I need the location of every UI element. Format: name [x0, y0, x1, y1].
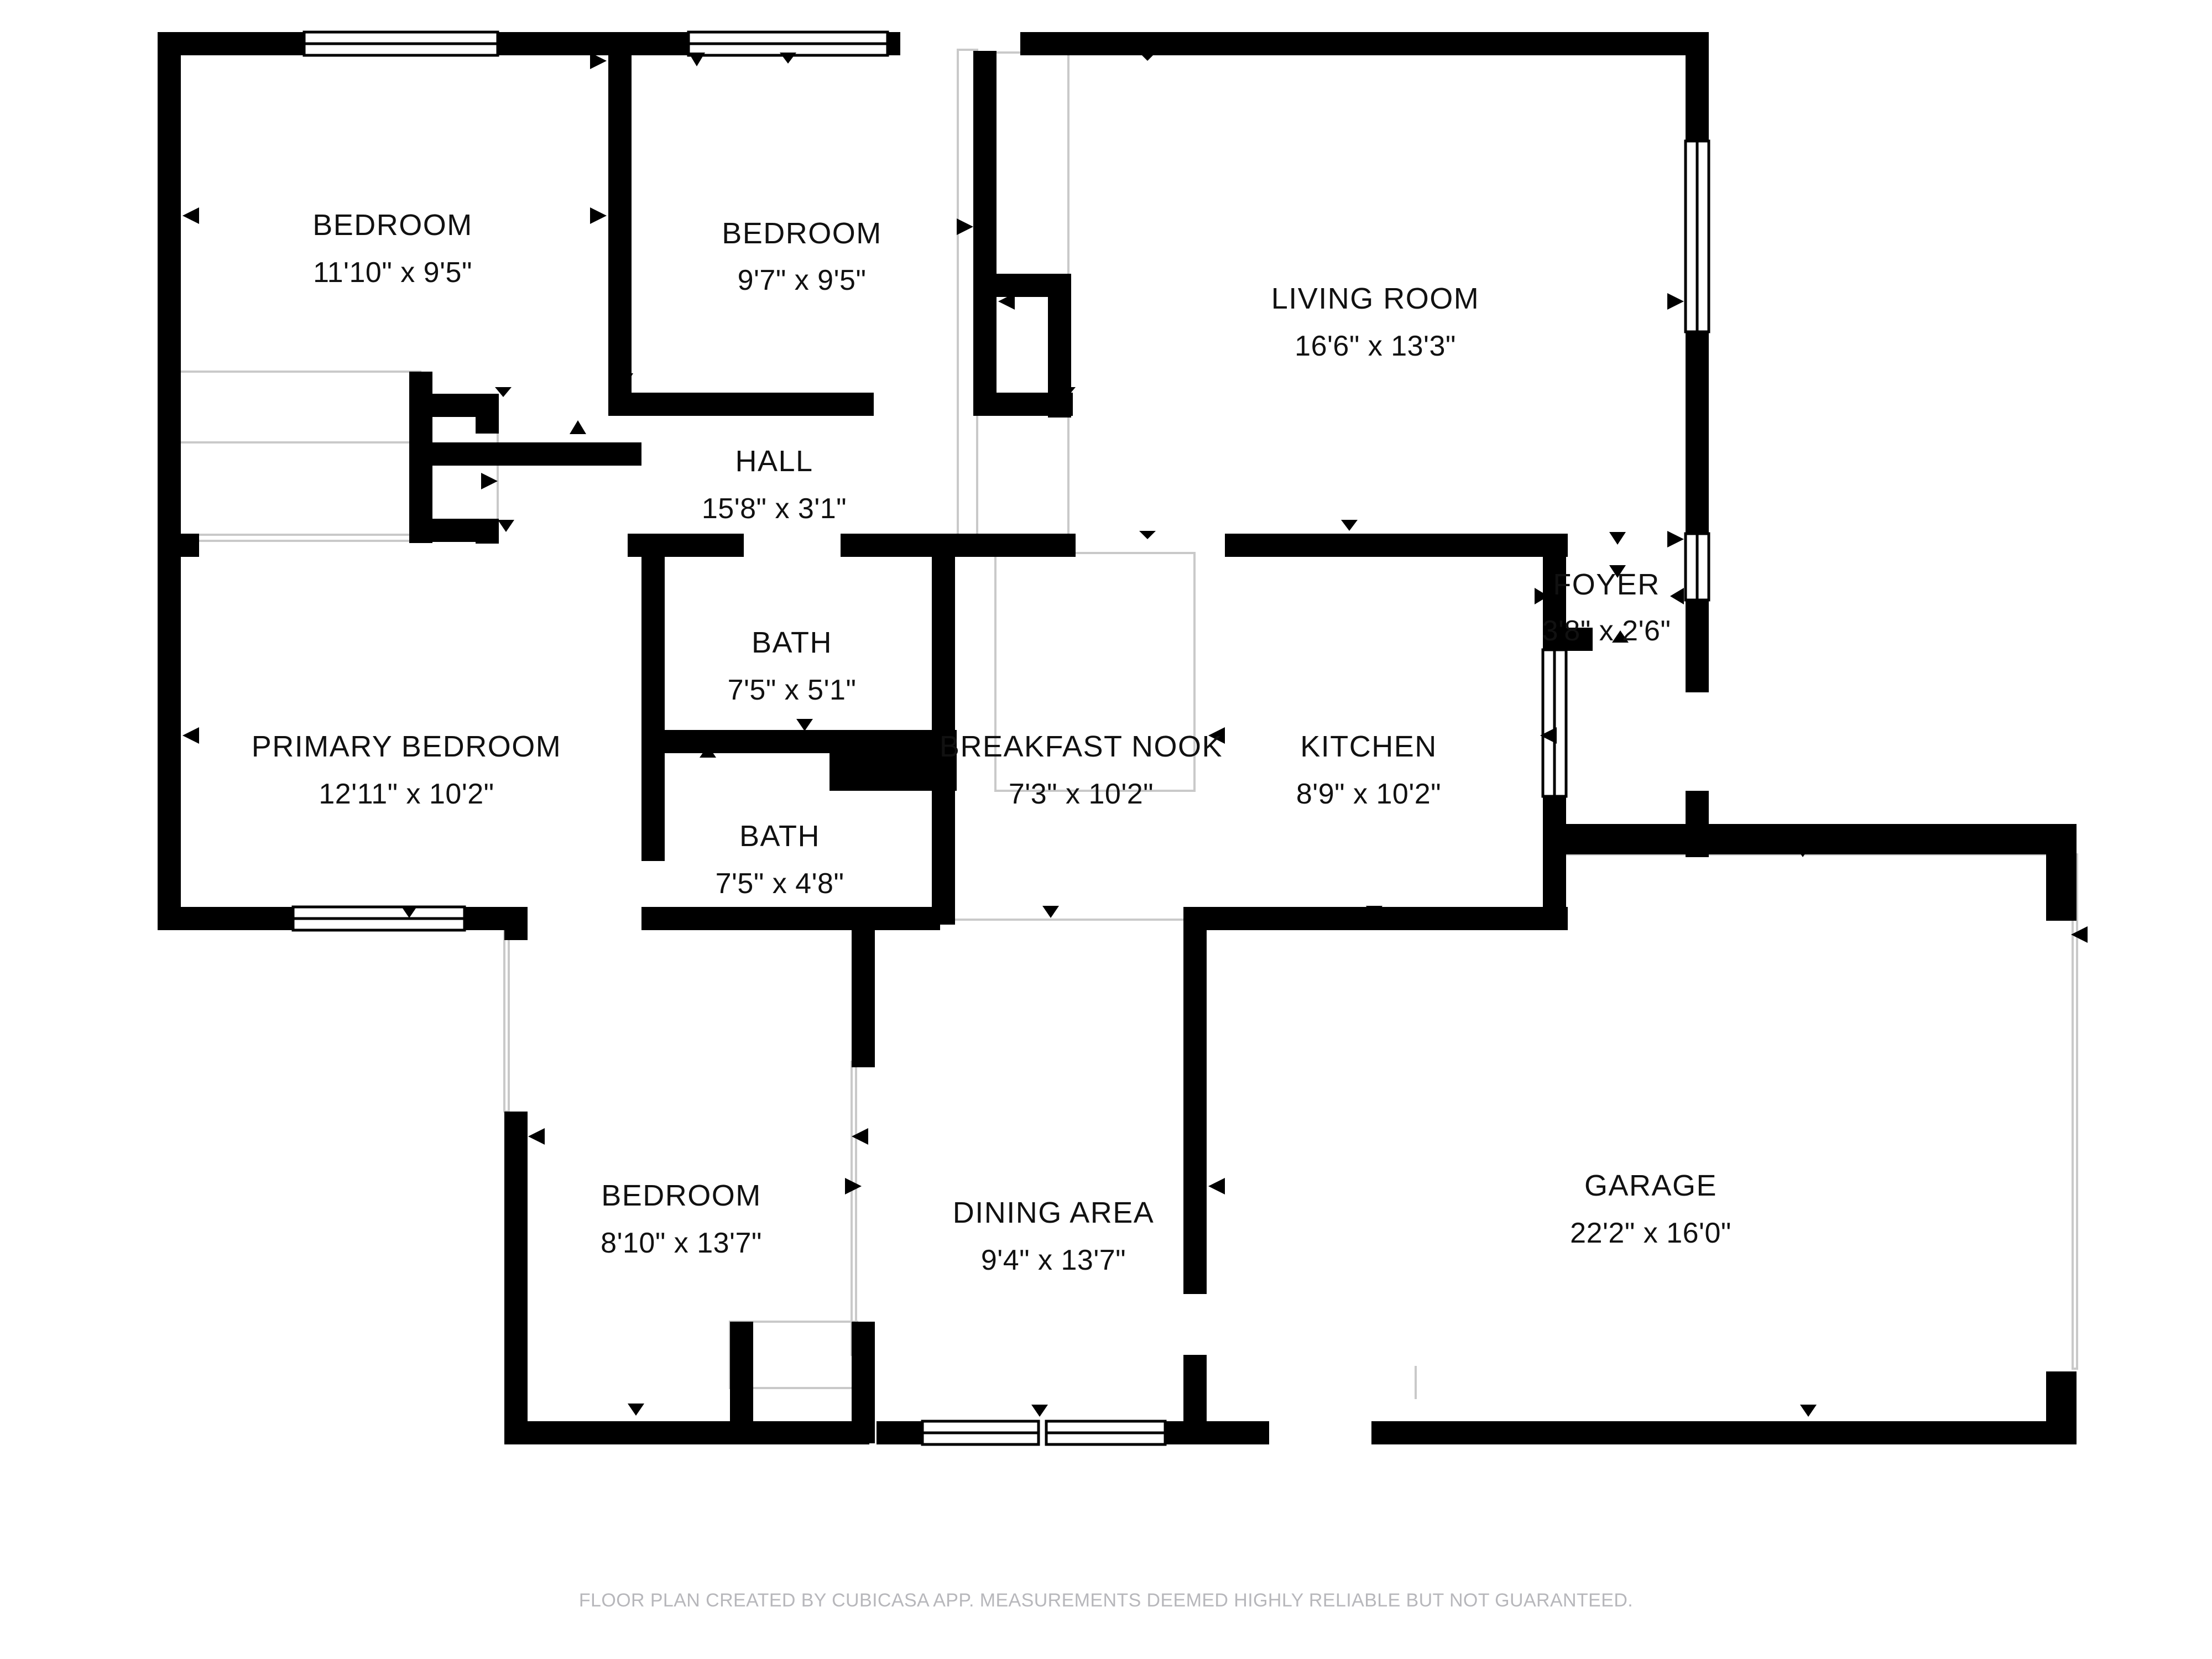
dim-marker — [1800, 1405, 1817, 1417]
room-dims-bedroom-1: 11'10" x 9'5" — [313, 257, 472, 289]
room-dims-bath-1: 7'5" x 5'1" — [728, 674, 857, 706]
window-bedroom2-north — [687, 30, 889, 57]
room-label-foyer: FOYER 3'8" x 2'6" — [1542, 568, 1671, 647]
dim-marker — [852, 1128, 868, 1145]
room-name-living-room: LIVING ROOM — [1271, 282, 1480, 315]
room-name-bedroom-3: BEDROOM — [601, 1179, 761, 1212]
dim-marker — [998, 293, 1015, 310]
dim-marker — [570, 420, 586, 434]
dim-marker — [1794, 845, 1811, 857]
dim-marker — [628, 1404, 644, 1416]
dim-marker — [646, 640, 662, 656]
room-label-bedroom-2: BEDROOM 9'7" x 9'5" — [722, 217, 882, 296]
room-label-primary-bedroom: PRIMARY BEDROOM 12'11" x 10'2" — [252, 730, 562, 810]
room-dims-bedroom-2: 9'7" x 9'5" — [738, 264, 867, 296]
dim-marker — [1535, 588, 1548, 604]
dim-marker — [796, 719, 813, 731]
dim-marker — [590, 53, 607, 69]
window-living-room-east-lower — [1684, 532, 1710, 602]
room-name-bath-2: BATH — [739, 820, 820, 853]
window-kitchen-east — [1541, 648, 1568, 798]
dim-marker — [495, 387, 512, 397]
dim-marker — [528, 1128, 545, 1145]
room-label-kitchen: KITCHEN 8'9" x 10'2" — [1296, 730, 1441, 810]
dim-marker — [1208, 727, 1225, 744]
room-label-bath-1: BATH 7'5" x 5'1" — [728, 626, 857, 706]
dim-marker — [688, 53, 705, 66]
footer-disclaimer: FLOOR PLAN CREATED BY CUBICASA APP. MEAS… — [579, 1590, 1633, 1611]
dim-marker — [182, 727, 199, 744]
dim-marker — [182, 207, 199, 224]
room-name-bedroom-1: BEDROOM — [312, 208, 473, 242]
room-dims-kitchen: 8'9" x 10'2" — [1296, 778, 1441, 810]
dim-marker — [1670, 588, 1684, 604]
window-primary-bedroom-south — [291, 905, 466, 932]
room-name-bedroom-2: BEDROOM — [722, 217, 882, 250]
dimension-marker-group — [182, 53, 2088, 1417]
room-dims-primary-bedroom: 12'11" x 10'2" — [319, 778, 494, 810]
room-dims-foyer: 3'8" x 2'6" — [1542, 615, 1671, 647]
window-bedroom1-north — [302, 30, 499, 57]
room-dims-living-room: 16'6" x 13'3" — [1295, 330, 1456, 362]
dim-marker — [481, 473, 498, 489]
room-dims-bedroom-3: 8'10" x 13'7" — [601, 1227, 762, 1259]
room-name-hall: HALL — [735, 445, 813, 478]
dim-marker — [1059, 387, 1076, 397]
room-dims-garage: 22'2" x 16'0" — [1570, 1217, 1731, 1249]
dim-marker — [1667, 293, 1684, 310]
room-dims-bath-2: 7'5" x 4'8" — [716, 868, 844, 900]
dim-marker — [700, 911, 716, 924]
dim-marker — [957, 218, 973, 235]
room-dims-breakfast-nook: 7'3" x 10'2" — [1009, 778, 1154, 810]
dim-marker — [1031, 1405, 1048, 1417]
window-dining-south-left — [921, 1420, 1040, 1446]
room-name-primary-bedroom: PRIMARY BEDROOM — [252, 730, 562, 763]
dim-marker — [935, 640, 951, 656]
dim-marker — [1341, 520, 1358, 531]
room-label-bedroom-3: BEDROOM 8'10" x 13'7" — [601, 1179, 762, 1259]
room-label-breakfast-nook: BREAKFAST NOOK 7'3" x 10'2" — [940, 730, 1223, 810]
dim-marker — [1540, 727, 1557, 744]
room-label-bath-2: BATH 7'5" x 4'8" — [716, 820, 844, 900]
dim-marker — [498, 520, 514, 532]
dim-marker — [1042, 906, 1059, 918]
room-name-kitchen: KITCHEN — [1300, 730, 1437, 763]
dim-marker — [1208, 1178, 1225, 1194]
room-name-foyer: FOYER — [1553, 568, 1660, 601]
dim-marker — [1609, 565, 1626, 578]
dim-marker — [1366, 906, 1383, 918]
room-dims-dining-area: 9'4" x 13'7" — [981, 1244, 1126, 1276]
window-living-room-east-upper — [1684, 139, 1710, 333]
room-label-hall: HALL 15'8" x 3'1" — [702, 445, 847, 525]
dim-marker — [1667, 531, 1684, 547]
room-name-dining-area: DINING AREA — [953, 1196, 1155, 1229]
dim-marker — [937, 727, 954, 744]
dim-marker — [590, 207, 607, 224]
dim-marker — [700, 745, 716, 758]
window-group — [291, 30, 1710, 1446]
room-label-group: BEDROOM 11'10" x 9'5" BEDROOM 9'7" x 9'5… — [252, 208, 1731, 1276]
dim-marker — [617, 373, 633, 387]
room-label-living-room: LIVING ROOM 16'6" x 13'3" — [1271, 282, 1480, 362]
window-dining-south-right — [1045, 1420, 1167, 1446]
dim-marker — [401, 906, 418, 918]
room-name-bath-1: BATH — [752, 626, 832, 659]
dim-marker — [780, 53, 796, 64]
room-label-bedroom-1: BEDROOM 11'10" x 9'5" — [312, 208, 473, 289]
dim-marker — [1139, 531, 1156, 539]
dim-marker — [845, 1178, 862, 1194]
room-dims-hall: 15'8" x 3'1" — [702, 493, 847, 525]
room-name-garage: GARAGE — [1584, 1169, 1717, 1202]
dim-marker — [646, 843, 662, 860]
room-label-garage: GARAGE 22'2" x 16'0" — [1570, 1169, 1731, 1249]
dim-marker — [1612, 630, 1629, 643]
dim-marker — [935, 843, 951, 860]
dim-marker — [2071, 926, 2088, 943]
room-name-breakfast-nook: BREAKFAST NOOK — [940, 730, 1223, 763]
room-label-dining-area: DINING AREA 9'4" x 13'7" — [953, 1196, 1155, 1276]
dim-marker — [1609, 532, 1626, 545]
dim-marker — [1139, 53, 1156, 61]
